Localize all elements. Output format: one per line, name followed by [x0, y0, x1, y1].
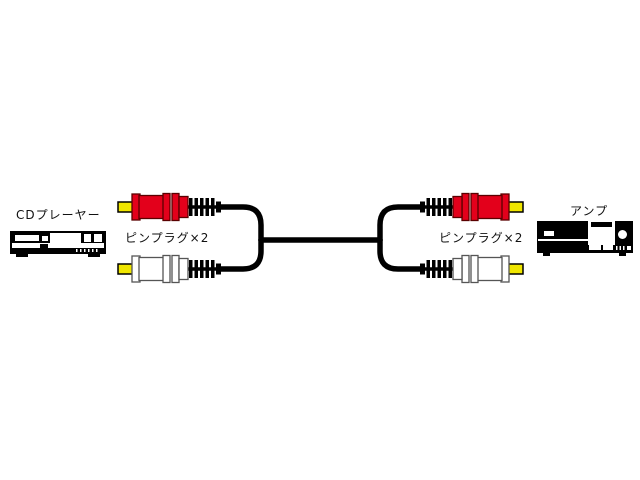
amplifier-panel-line [538, 239, 588, 241]
rca-plug-red-right [419, 192, 524, 222]
cd-player-foot-right [88, 254, 100, 257]
cable-right-top [377, 204, 422, 241]
cd-player-control-ticks [76, 248, 100, 252]
amplifier-foot-left [543, 253, 550, 256]
pin-plug-label-right: ピンプラグ×2 [439, 231, 524, 245]
pin-plug-label-left: ピンプラグ×2 [125, 231, 210, 245]
rca-plug-white-right [419, 254, 524, 284]
amplifier-bottom-button-2 [603, 245, 613, 250]
amplifier-illustration [537, 221, 633, 256]
cable-right-bottom [377, 239, 422, 272]
rca-plug-white-left [117, 254, 222, 284]
amplifier-label: アンプ [570, 204, 609, 218]
cd-player-foot-left [16, 254, 28, 257]
amplifier-foot-right [619, 253, 626, 256]
cd-player-illustration [10, 231, 106, 257]
amplifier-corner-button [627, 246, 631, 250]
cd-player-label: CDプレーヤー [16, 208, 101, 222]
cd-player-bottom-strip [12, 248, 104, 252]
cable-runs [219, 204, 422, 272]
amplifier-display [591, 222, 612, 227]
cd-player-button-right-1 [84, 234, 91, 242]
cd-player-disc-tray [15, 235, 39, 241]
cd-player-display [40, 244, 48, 249]
amplifier-volume-knob [618, 229, 627, 239]
amplifier-left-button [544, 231, 554, 236]
cd-player-button-small [42, 236, 48, 241]
cable-left-top [219, 204, 264, 241]
amplifier-control-ticks [616, 246, 626, 250]
rca-plug-red-left [117, 192, 222, 222]
amplifier-bottom-button-1 [589, 245, 601, 250]
cd-player-right-block [81, 233, 104, 243]
cd-player-button-right-2 [94, 234, 102, 242]
cable-left-bottom [219, 239, 264, 272]
